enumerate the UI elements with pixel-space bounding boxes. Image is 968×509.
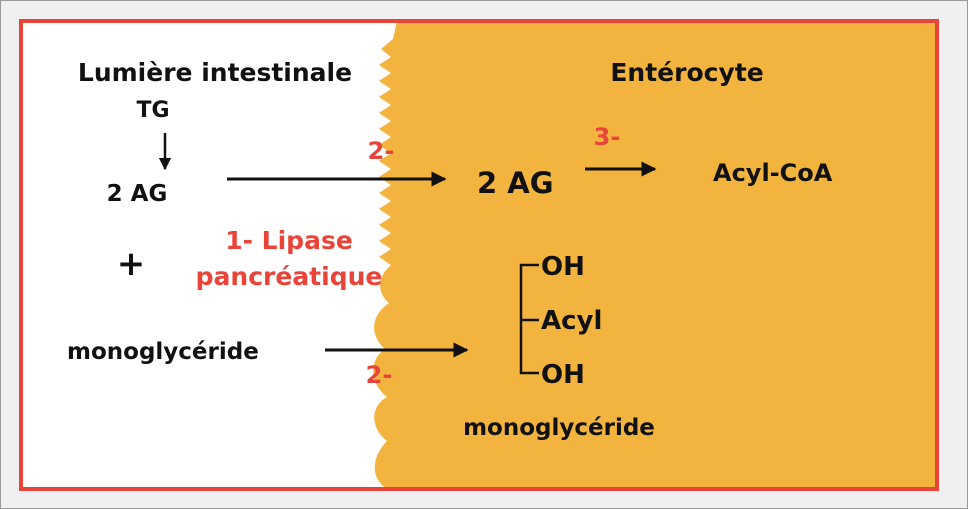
red-frame [19,19,939,491]
step-1-line1-label: 1- Lipase [225,226,353,255]
step-2-bottom-label: 2- [366,361,393,389]
absorption-diagram: Lumière intestinale Entérocyte TG 2 AG +… [19,19,939,491]
tg-label: TG [136,98,169,123]
acyl-label: Acyl [541,306,602,336]
diagram-panel: Lumière intestinale Entérocyte TG 2 AG +… [19,19,939,491]
step-3-label: 3- [594,123,621,151]
glycerol-backbone-bracket [519,263,539,375]
monoglyceride-left-label: monoglycéride [67,339,259,365]
acyl-coa-label: Acyl-CoA [713,159,833,187]
enterocyte-title: Entérocyte [610,58,763,87]
oh-bottom-label: OH [541,360,585,390]
step-2-top-label: 2- [368,137,395,165]
oh-top-label: OH [541,252,585,282]
step-1-line2-label: pancréatique [196,262,383,291]
ag-right-label: 2 AG [477,166,554,200]
plus-sign: + [117,244,146,284]
monoglyceride-right-label: monoglycéride [463,415,655,441]
enterocyte-region [373,21,939,491]
lumen-title: Lumière intestinale [78,58,352,87]
ag-left-label: 2 AG [107,181,168,207]
